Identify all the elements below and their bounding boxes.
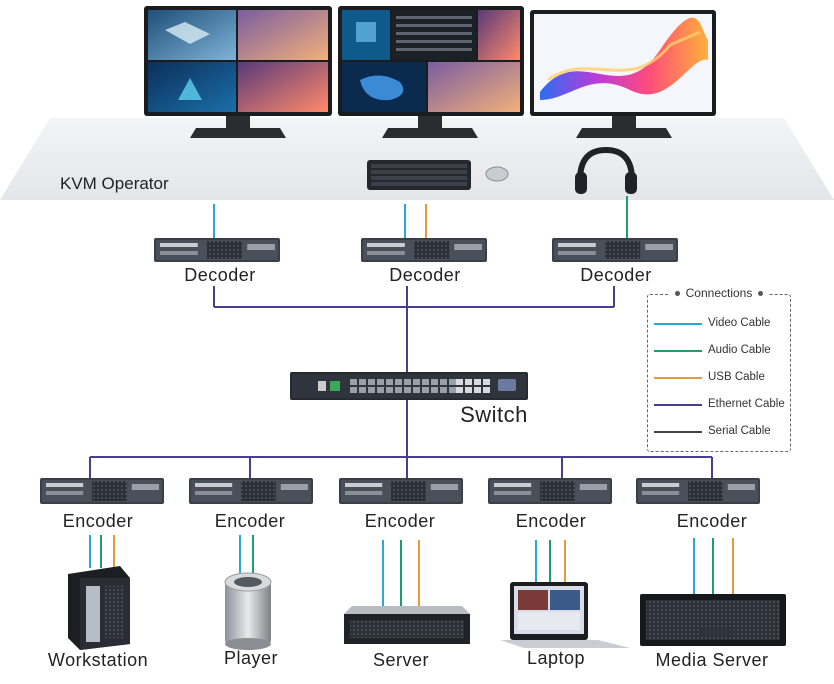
switch-port <box>413 387 420 393</box>
encoder-label-4: Encoder <box>515 511 587 531</box>
switch-port <box>359 387 366 393</box>
switch-port <box>404 387 411 393</box>
switch-label: Switch <box>460 402 528 427</box>
legend-item-audio: Audio Cable <box>654 344 790 358</box>
legend-swatch-usb <box>654 377 702 379</box>
switch-port <box>386 387 393 393</box>
decoder-label-3: Decoder <box>580 265 652 285</box>
switch-port <box>456 379 463 385</box>
media-server-icon <box>640 594 786 646</box>
legend-swatch-audio <box>654 350 702 352</box>
switch-port <box>483 387 490 393</box>
encoder-box-5 <box>636 478 760 504</box>
switch-port <box>404 379 411 385</box>
workstation-icon <box>68 566 130 650</box>
switch-port <box>350 379 357 385</box>
encoder-box-1 <box>40 478 164 504</box>
switch-port <box>431 387 438 393</box>
encoder-box-3 <box>339 478 463 504</box>
source-cables <box>89 535 734 606</box>
mouse-icon <box>485 166 509 182</box>
switch-port <box>368 379 375 385</box>
switch-port <box>368 387 375 393</box>
legend-item-video: Video Cable <box>654 317 790 331</box>
switch-port <box>465 387 472 393</box>
media-server-label: Media Server <box>655 650 769 670</box>
switch-port <box>413 379 420 385</box>
ethernet-encoder-bus <box>89 400 713 478</box>
switch-port <box>440 379 447 385</box>
switch-port <box>456 387 463 393</box>
encoder-label-5: Encoder <box>676 511 748 531</box>
switch-port <box>431 379 438 385</box>
monitor-2 <box>338 6 524 138</box>
legend-item-usb: USB Cable <box>654 371 790 385</box>
encoder-box-2 <box>189 478 313 504</box>
switch-port <box>483 379 490 385</box>
encoder-label-3: Encoder <box>364 511 436 531</box>
switch-port <box>440 387 447 393</box>
switch-port <box>465 379 472 385</box>
keyboard-icon <box>367 160 471 190</box>
switch-port <box>422 387 429 393</box>
operator-cables <box>213 196 628 238</box>
network-switch <box>290 372 528 400</box>
operator-label: KVM Operator <box>60 174 169 193</box>
headset-icon <box>575 146 637 194</box>
laptop-icon <box>500 582 630 648</box>
decoder-box-3 <box>552 238 678 262</box>
legend-swatch-serial <box>654 431 702 433</box>
encoder-label-1: Encoder <box>62 511 134 531</box>
server-icon <box>344 606 470 644</box>
switch-port <box>395 387 402 393</box>
ethernet-decoder-bus <box>213 286 615 372</box>
decoder-label-2: Decoder <box>389 265 461 285</box>
switch-port <box>422 379 429 385</box>
monitor-1 <box>144 6 332 138</box>
encoder-devices <box>40 478 760 504</box>
switch-port <box>359 379 366 385</box>
player-icon <box>224 572 272 650</box>
encoder-label-2: Encoder <box>214 511 286 531</box>
laptop-label: Laptop <box>526 648 586 668</box>
switch-port <box>395 379 402 385</box>
switch-port <box>449 387 456 393</box>
player-label: Player <box>223 648 279 668</box>
decoder-box-1 <box>154 238 280 262</box>
switch-port <box>474 379 481 385</box>
workstation-label: Workstation <box>47 650 149 670</box>
legend-swatch-video <box>654 323 702 325</box>
decoder-box-2 <box>361 238 487 262</box>
decoder-devices <box>154 238 678 262</box>
switch-port <box>350 387 357 393</box>
switch-port <box>449 379 456 385</box>
switch-port <box>386 379 393 385</box>
switch-port <box>474 387 481 393</box>
switch-port <box>377 379 384 385</box>
encoder-box-4 <box>488 478 612 504</box>
switch-port <box>377 387 384 393</box>
legend-item-ethernet: Ethernet Cable <box>654 398 790 412</box>
legend-title: Connections <box>648 286 790 300</box>
legend-item-serial: Serial Cable <box>654 425 790 439</box>
decoder-label-1: Decoder <box>184 265 256 285</box>
monitor-3 <box>530 10 716 138</box>
server-label: Server <box>372 650 430 670</box>
connections-legend: Connections Video Cable Audio Cable USB … <box>647 286 791 452</box>
legend-swatch-ethernet <box>654 404 702 406</box>
